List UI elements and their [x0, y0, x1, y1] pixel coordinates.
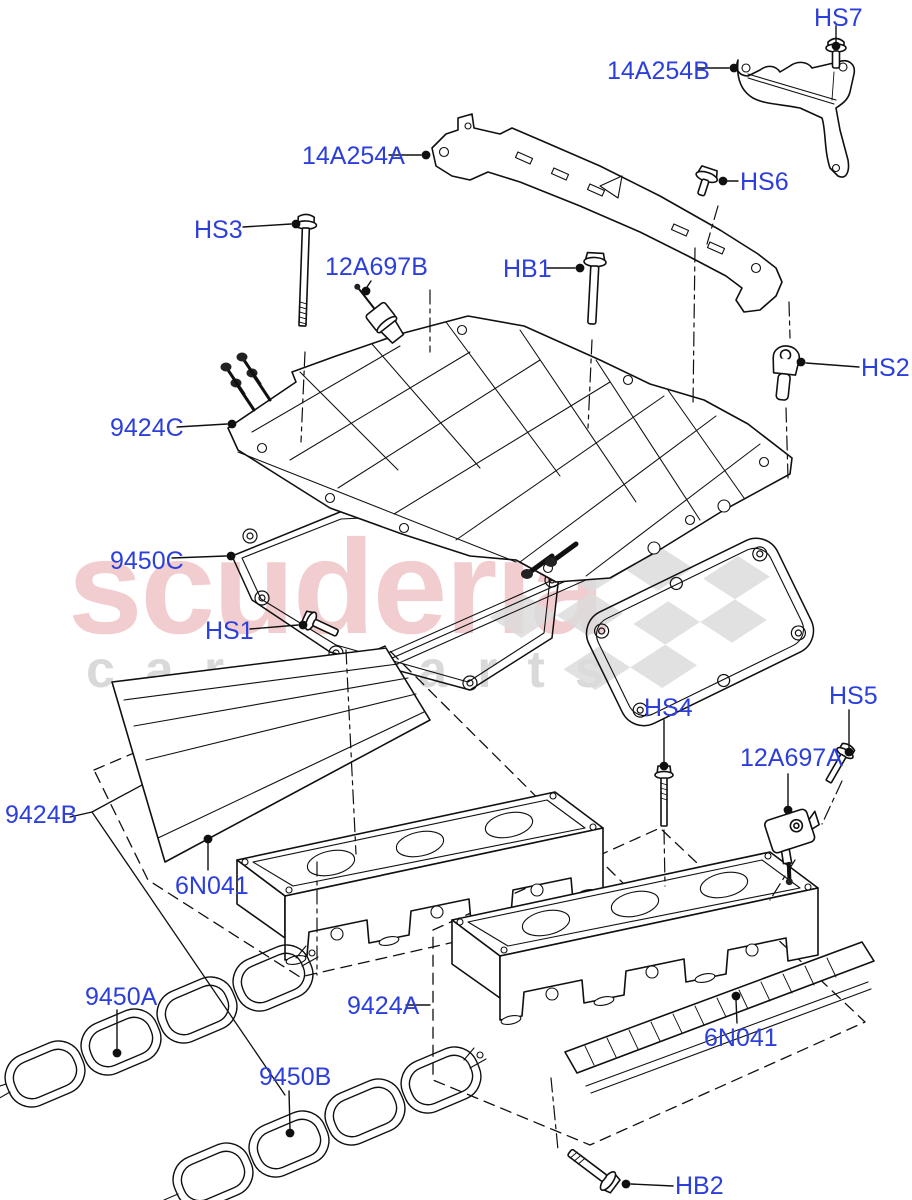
part-label-14a254b: 14A254B [607, 57, 710, 85]
part-label-hb1: HB1 [503, 255, 552, 283]
bracket-14a254a [431, 113, 783, 313]
part-label-12a697b: 12A697B [325, 253, 428, 281]
part-label-14a254a: 14A254A [302, 142, 405, 170]
part-label-6n041-left: 6N041 [175, 872, 249, 900]
bolt-hb1 [583, 251, 607, 325]
bolt-hb2 [567, 1148, 621, 1194]
part-label-9424b: 9424B [5, 801, 78, 829]
cover-6n041-right [564, 941, 875, 1094]
bolt-hs2 [772, 345, 801, 401]
gasket-9450a [0, 936, 322, 1116]
leader-dots [112, 41, 854, 1189]
bracket-14a254b [735, 59, 856, 178]
gasket-9450c-right [585, 537, 815, 727]
part-label-9450a: 9450A [85, 983, 158, 1011]
leader-lines [69, 25, 860, 1187]
part-label-hb2: HB2 [675, 1172, 724, 1200]
part-label-hs6: HS6 [740, 168, 789, 196]
bolt-hs6 [695, 165, 719, 197]
part-label-9424c: 9424C [110, 414, 184, 442]
part-label-hs1: HS1 [205, 617, 254, 645]
group-box-9424a [432, 827, 866, 1146]
upper-manifold-9424c [220, 315, 793, 583]
checkered-flag-watermark [489, 503, 770, 690]
gasket-9450b [163, 1038, 490, 1200]
manifold-tray-9424a [451, 851, 819, 1025]
part-label-9424a: 9424A [347, 992, 420, 1020]
part-label-12a697a: 12A697A [740, 744, 843, 772]
part-label-9450c: 9450C [110, 547, 184, 575]
part-label-hs5: HS5 [829, 682, 878, 710]
sensor-12a697b [354, 283, 405, 344]
part-label-6n041-right: 6N041 [704, 1024, 778, 1052]
injector-stubs [220, 352, 272, 412]
part-label-hs2: HS2 [861, 354, 910, 382]
assembly-center-lines [300, 205, 843, 1151]
bottom-fittings [521, 541, 579, 579]
sensor-12a697a [764, 808, 820, 886]
stud-hs4 [654, 765, 674, 827]
hs7-axis-line [831, 71, 835, 101]
part-label-hs4: HS4 [644, 694, 693, 722]
part-label-hs3: HS3 [194, 216, 243, 244]
bolt-hs3 [294, 213, 318, 327]
cover-6n041-left [111, 647, 431, 863]
part-label-9450b: 9450B [259, 1063, 332, 1091]
part-label-hs7: HS7 [814, 4, 863, 32]
